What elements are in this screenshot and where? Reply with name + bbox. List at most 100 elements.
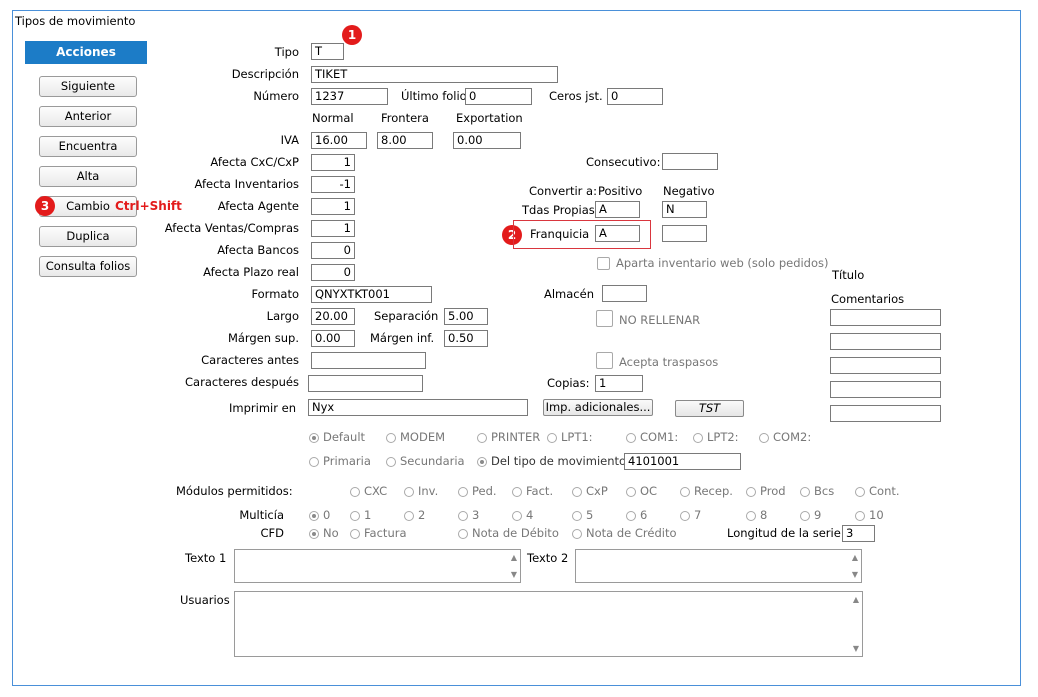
multicia-1-radio[interactable]: 1 xyxy=(350,508,371,522)
scrollbar[interactable]: ▲▼ xyxy=(506,550,520,582)
multicia-10-radio[interactable]: 10 xyxy=(855,508,884,522)
descripcion-input[interactable]: TIKET xyxy=(311,66,558,83)
cfd-factura-radio[interactable]: Factura xyxy=(350,526,407,540)
del-tipo-radio[interactable]: Del tipo de movimiento xyxy=(477,454,626,468)
tipo-input[interactable]: T xyxy=(311,43,344,60)
port-default-radio[interactable]: Default xyxy=(309,430,365,444)
afecta-ventas-input[interactable]: 1 xyxy=(311,220,355,237)
multicia-7-radio[interactable]: 7 xyxy=(680,508,701,522)
port-printer-radio[interactable]: PRINTER xyxy=(477,430,540,444)
longitud-label: Longitud de la serie xyxy=(727,526,841,540)
cfd-nota-credito-radio[interactable]: Nota de Crédito xyxy=(572,526,677,540)
separacion-input[interactable]: 5.00 xyxy=(444,308,488,325)
margen-inf-input[interactable]: 0.50 xyxy=(444,330,488,347)
acepta-traspasos-checkbox[interactable]: Acepta traspasos xyxy=(596,352,718,369)
scrollbar[interactable]: ▲▼ xyxy=(848,592,862,656)
texto1-textarea[interactable]: ▲▼ xyxy=(234,549,521,583)
scrollbar[interactable]: ▲▼ xyxy=(847,550,861,582)
checkbox-box-icon xyxy=(597,257,610,270)
imp-adicionales-button[interactable]: Imp. adicionales... xyxy=(543,399,653,416)
primaria-radio[interactable]: Primaria xyxy=(309,454,371,468)
multicia-9-radio[interactable]: 9 xyxy=(800,508,821,522)
copias-input[interactable]: 1 xyxy=(595,375,643,392)
margen-sup-input[interactable]: 0.00 xyxy=(311,330,355,347)
modulo-cxc-checkbox[interactable]: CXC xyxy=(350,484,387,498)
ceros-input[interactable]: 0 xyxy=(607,88,663,105)
modulo-cxp-checkbox[interactable]: CxP xyxy=(572,484,608,498)
multicia-4-radio[interactable]: 4 xyxy=(512,508,533,522)
alta-button[interactable]: Alta xyxy=(39,166,137,187)
port-com1-radio[interactable]: COM1: xyxy=(626,430,678,444)
scroll-down-icon[interactable]: ▼ xyxy=(852,644,859,653)
aparta-checkbox[interactable]: Aparta inventario web (solo pedidos) xyxy=(597,256,829,270)
modulo-cont-checkbox[interactable]: Cont. xyxy=(855,484,900,498)
del-tipo-input[interactable]: 4101001 xyxy=(624,453,741,470)
duplica-button[interactable]: Duplica xyxy=(39,226,137,247)
numero-input[interactable]: 1237 xyxy=(311,88,388,105)
cfd-nota-debito-radio[interactable]: Nota de Débito xyxy=(458,526,559,540)
port-modem-radio[interactable]: MODEM xyxy=(386,430,445,444)
scroll-down-icon[interactable]: ▼ xyxy=(851,570,858,579)
anterior-button[interactable]: Anterior xyxy=(39,106,137,127)
port-com2-radio[interactable]: COM2: xyxy=(759,430,811,444)
comentario-3-input[interactable] xyxy=(830,357,941,374)
cfd-no-radio[interactable]: No xyxy=(309,526,339,540)
texto2-textarea[interactable]: ▲▼ xyxy=(575,549,862,583)
multicia-2-radio[interactable]: 2 xyxy=(404,508,425,522)
largo-input[interactable]: 20.00 xyxy=(311,308,355,325)
franquicia-neg-input[interactable] xyxy=(662,225,707,242)
comentario-4-input[interactable] xyxy=(830,381,941,398)
formato-input[interactable]: QNYXTKT001 xyxy=(311,286,432,303)
encuentra-button[interactable]: Encuentra xyxy=(39,136,137,157)
scroll-up-icon[interactable]: ▲ xyxy=(851,553,858,562)
cambio-button[interactable]: Cambio xyxy=(39,196,137,217)
modulo-bcs-checkbox[interactable]: Bcs xyxy=(800,484,834,498)
afecta-inv-input[interactable]: -1 xyxy=(311,176,355,193)
iva-normal-input[interactable]: 16.00 xyxy=(311,132,367,149)
modulo-recep-checkbox[interactable]: Recep. xyxy=(680,484,733,498)
negativo-header: Negativo xyxy=(663,184,715,198)
longitud-input[interactable]: 3 xyxy=(842,525,875,542)
iva-frontera-input[interactable]: 8.00 xyxy=(377,132,433,149)
franquicia-pos-input[interactable]: A xyxy=(595,225,640,242)
afecta-agente-input[interactable]: 1 xyxy=(311,198,355,215)
franquicia-highlight xyxy=(513,220,651,249)
modulo-oc-checkbox[interactable]: OC xyxy=(626,484,657,498)
multicia-5-radio[interactable]: 5 xyxy=(572,508,593,522)
scroll-up-icon[interactable]: ▲ xyxy=(510,553,517,562)
modulo-inv-checkbox[interactable]: Inv. xyxy=(404,484,438,498)
modulo-prod-checkbox[interactable]: Prod xyxy=(746,484,786,498)
multicia-8-radio[interactable]: 8 xyxy=(746,508,767,522)
comentario-2-input[interactable] xyxy=(830,333,941,350)
car-despues-input[interactable] xyxy=(308,375,423,392)
siguiente-button[interactable]: Siguiente xyxy=(39,76,137,97)
afecta-bancos-input[interactable]: 0 xyxy=(311,242,355,259)
scroll-up-icon[interactable]: ▲ xyxy=(852,595,859,604)
no-rellenar-checkbox[interactable]: NO RELLENAR xyxy=(596,310,700,327)
almacen-input[interactable] xyxy=(602,285,647,302)
multicia-3-radio[interactable]: 3 xyxy=(458,508,479,522)
comentario-5-input[interactable] xyxy=(830,405,941,422)
consecutivo-input[interactable] xyxy=(662,153,718,170)
multicia-6-radio[interactable]: 6 xyxy=(626,508,647,522)
port-lpt2-radio[interactable]: LPT2: xyxy=(693,430,739,444)
afecta-plazo-input[interactable]: 0 xyxy=(311,264,355,281)
scroll-down-icon[interactable]: ▼ xyxy=(510,570,517,579)
convertir-label: Convertir a: xyxy=(529,184,597,198)
tdas-neg-input[interactable]: N xyxy=(662,201,707,218)
tst-button[interactable]: TST xyxy=(675,400,744,417)
imprimir-input[interactable]: Nyx xyxy=(308,399,528,416)
afecta-cxc-input[interactable]: 1 xyxy=(311,154,355,171)
modulo-ped-checkbox[interactable]: Ped. xyxy=(458,484,497,498)
car-antes-input[interactable] xyxy=(311,352,426,369)
usuarios-textarea[interactable]: ▲▼ xyxy=(234,591,863,657)
ultimo-folio-input[interactable]: 0 xyxy=(465,88,532,105)
iva-exportacion-input[interactable]: 0.00 xyxy=(453,132,521,149)
consulta-folios-button[interactable]: Consulta folios xyxy=(39,256,137,277)
comentario-1-input[interactable] xyxy=(830,309,941,326)
modulo-fact-checkbox[interactable]: Fact. xyxy=(512,484,553,498)
secundaria-radio[interactable]: Secundaria xyxy=(386,454,465,468)
multicia-0-radio[interactable]: 0 xyxy=(309,508,330,522)
port-lpt1-radio[interactable]: LPT1: xyxy=(547,430,593,444)
tdas-pos-input[interactable]: A xyxy=(595,201,640,218)
